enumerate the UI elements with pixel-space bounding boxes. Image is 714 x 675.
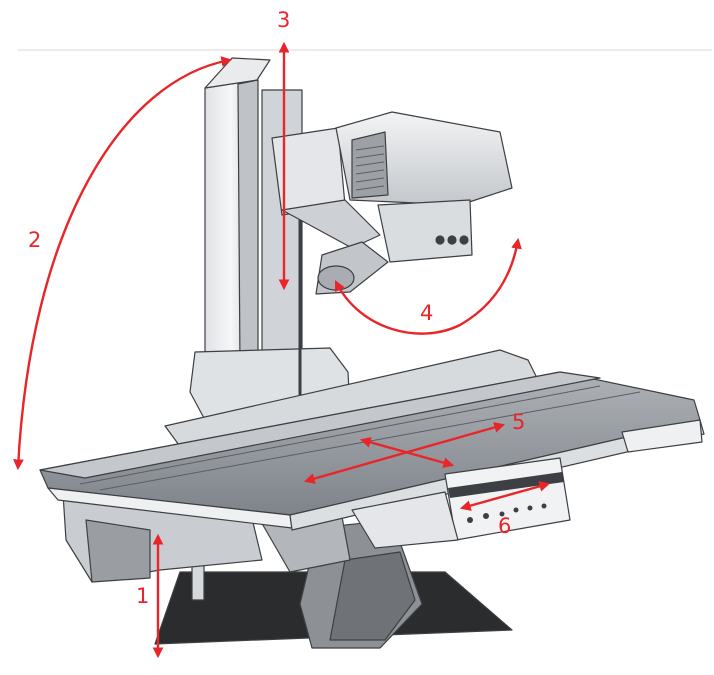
arrow-4-tube-rotation [334,237,522,335]
collimator-box [377,199,473,263]
xray-machine-illustration [39,57,705,649]
callout-label-1: 1 [136,584,150,608]
callout-label-4: 4 [420,301,434,325]
callout-label-6: 6 [498,514,512,538]
callout-label-5: 5 [512,410,526,434]
arrow-6-panel-slide [459,481,551,511]
callout-label-2: 2 [28,228,42,252]
callout-label-3: 3 [277,8,291,32]
arrow-2-tilt-arc [13,56,233,471]
motion-arrows [13,41,551,659]
arrow-5-transverse [359,437,455,468]
